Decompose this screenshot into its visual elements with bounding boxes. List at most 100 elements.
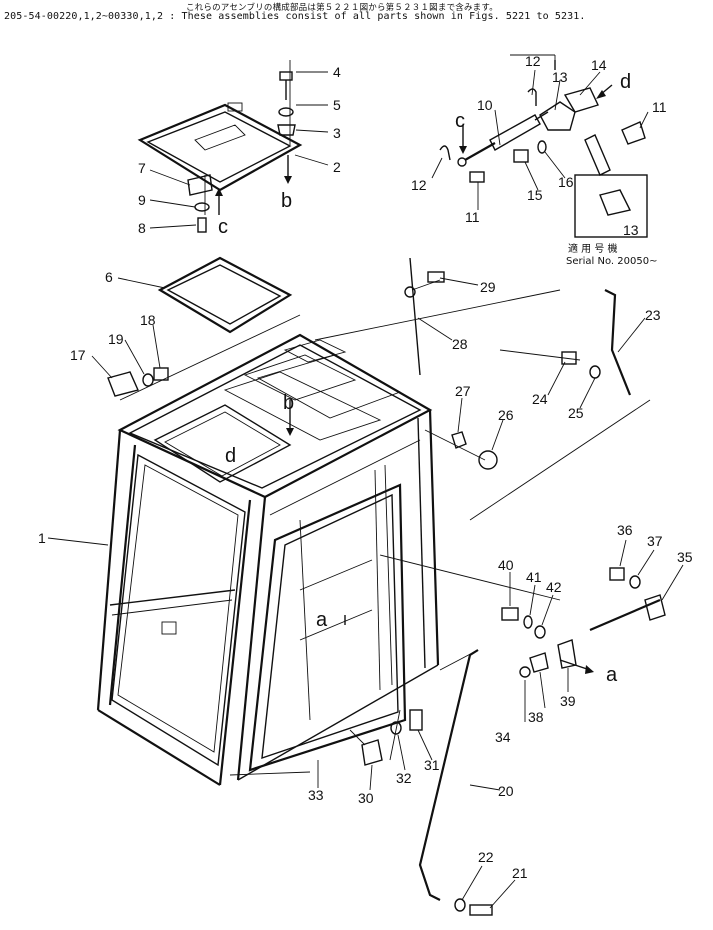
leader-lines (47, 69, 684, 909)
washer-25 (589, 365, 601, 379)
hatch-gasket (157, 256, 293, 334)
block-14 (563, 87, 599, 113)
label-33: 33 (308, 787, 324, 803)
stay-rod-28 (409, 257, 421, 376)
label-37: 37 (647, 533, 663, 549)
label-21: 21 (512, 865, 528, 881)
bolt-29 (427, 271, 445, 283)
serial-inset (510, 54, 648, 238)
ref-letter-d-top: d (620, 71, 631, 93)
washer-32 (390, 721, 402, 735)
label-24: 24 (532, 391, 548, 407)
label-17: 17 (70, 347, 86, 363)
label-31: 31 (424, 757, 440, 773)
nut-27 (451, 431, 467, 449)
construction-lines (119, 60, 651, 776)
ref-letter-b-top: b (281, 190, 292, 212)
label-4: 4 (333, 64, 341, 80)
bolt-40 (501, 607, 519, 621)
header-english: 205-54-00220,1,2~00330,1,2 : These assem… (4, 11, 586, 22)
rod-20 (418, 649, 479, 901)
label-3: 3 (333, 125, 341, 141)
inset-label-jp: 適 用 号 機 (568, 242, 618, 255)
inset-label-serial: Serial No. 20050~ (566, 256, 657, 267)
label-11-left: 11 (465, 209, 480, 225)
cap-34 (519, 666, 531, 678)
bolt-21 (469, 904, 493, 916)
label-5: 5 (333, 97, 341, 113)
label-12-top: 12 (525, 53, 541, 69)
washer-22 (454, 898, 466, 912)
label-42: 42 (546, 579, 562, 595)
bolt-31 (409, 709, 423, 731)
washer-42 (534, 625, 546, 639)
label-14: 14 (591, 57, 607, 73)
label-13-inset: 13 (623, 222, 639, 238)
label-13-top: 13 (552, 69, 568, 85)
label-22: 22 (478, 849, 494, 865)
bolt-15 (513, 149, 529, 163)
label-36: 36 (617, 522, 633, 538)
clip-3 (277, 124, 296, 136)
label-18: 18 (140, 312, 156, 328)
label-35: 35 (677, 549, 693, 565)
washer-41 (523, 615, 533, 629)
label-10: 10 (477, 97, 493, 113)
label-12-left: 12 (411, 177, 427, 193)
washer-5 (278, 107, 294, 117)
washer-37 (629, 575, 641, 589)
label-28: 28 (452, 336, 468, 352)
label-11-right: 11 (652, 99, 667, 115)
label-19: 19 (108, 331, 124, 347)
bolt-36 (609, 567, 625, 581)
label-6: 6 (105, 269, 113, 285)
label-34: 34 (495, 729, 511, 745)
bolt-11-right (621, 121, 646, 145)
gas-strut (457, 111, 549, 167)
label-2: 2 (333, 159, 341, 175)
roof-hatch (137, 102, 303, 192)
label-38: 38 (528, 709, 544, 725)
nut-38 (529, 652, 549, 673)
label-40: 40 (498, 557, 514, 573)
rod-35 (589, 598, 661, 632)
ref-letter-c-hatch: c (218, 216, 228, 238)
bolt-8 (197, 217, 207, 233)
block-17 (107, 371, 139, 397)
header-japanese: これらのアセンブリの構成部品は第５２２１図から第５２３１図まで含みます。 (186, 3, 498, 13)
label-30: 30 (358, 790, 374, 806)
pin-11-left (469, 171, 485, 183)
label-41: 41 (526, 569, 542, 585)
label-25: 25 (568, 405, 584, 421)
bracket-35 (644, 594, 666, 621)
striker-30 (361, 739, 383, 766)
rod-23 (604, 289, 632, 396)
label-32: 32 (396, 770, 412, 786)
label-9: 9 (138, 192, 146, 208)
washer-19 (142, 373, 154, 387)
label-20: 20 (498, 783, 514, 799)
ref-arrows (215, 84, 613, 674)
label-23: 23 (645, 307, 661, 323)
ref-letter-a-cab: a (316, 609, 328, 631)
label-1: 1 (38, 530, 46, 546)
label-39: 39 (560, 693, 576, 709)
label-7: 7 (138, 160, 146, 176)
ref-letter-d-roof: d (225, 445, 236, 467)
knob-26 (478, 450, 498, 470)
clip-12-left (439, 145, 451, 161)
label-15: 15 (527, 187, 543, 203)
hinge-7 (187, 174, 213, 196)
bracket-13 (539, 101, 576, 131)
label-27: 27 (455, 383, 471, 399)
clip-part (584, 134, 611, 176)
label-29: 29 (480, 279, 496, 295)
washer-16 (537, 140, 547, 154)
cab-frame (96, 333, 440, 786)
label-16: 16 (558, 174, 574, 190)
ref-letter-a-latch: a (606, 664, 618, 686)
ref-letter-b-roof: b (283, 392, 294, 414)
label-26: 26 (498, 407, 514, 423)
label-8: 8 (138, 220, 146, 236)
